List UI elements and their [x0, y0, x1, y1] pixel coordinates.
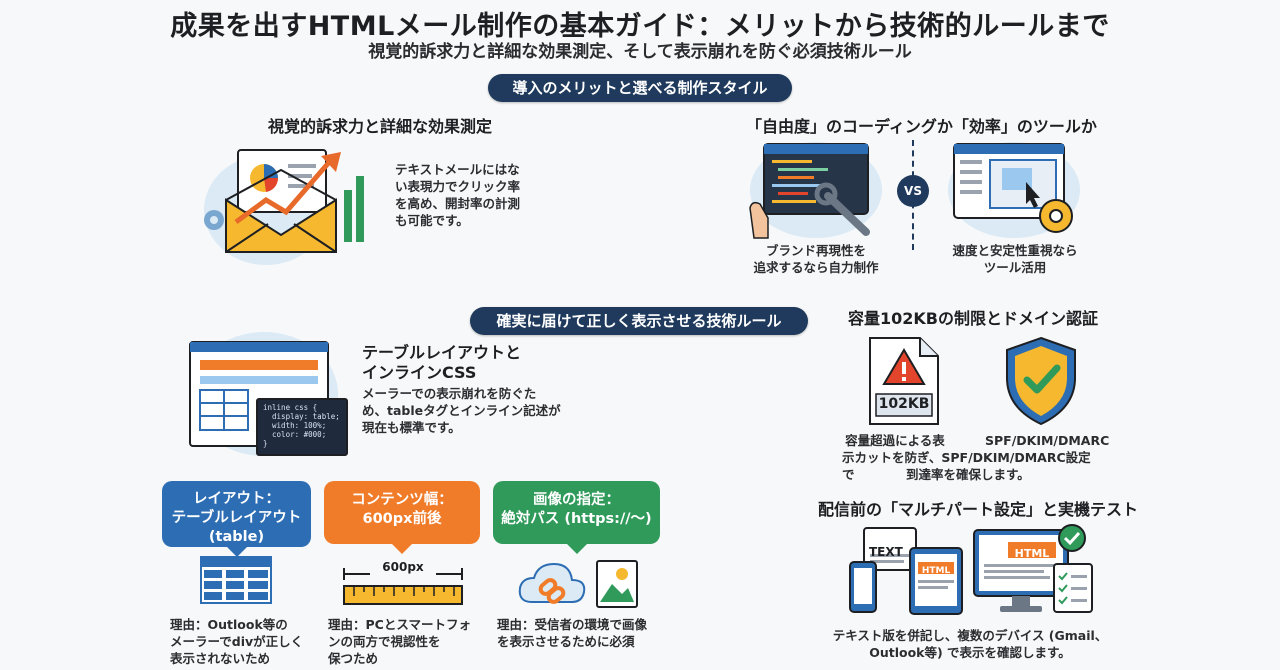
capacity-caption-bottom: 到達率を確保します。 — [906, 467, 1030, 482]
capacity-caption-right: SPF/DKIM/DMARC — [985, 433, 1110, 448]
page-title: 成果を出すHTMLメール制作の基本ガイド：メリットから技術的ルールまで — [170, 11, 1110, 42]
reason-layout: 理由：Outlook等の メーラーでdivが正しく 表示されないため — [170, 617, 304, 666]
multi-device-illustration — [848, 524, 1098, 620]
coding-caption: ブランド再現性を 追求するなら自力制作 — [753, 243, 879, 275]
monitor-html-label: HTML — [1014, 547, 1050, 560]
vs-badge: VS — [897, 175, 929, 207]
tool-gui-illustration — [944, 138, 1084, 243]
inline-css-code-panel: inline css { display: table; width: 100%… — [256, 398, 348, 456]
test-caption: テキスト版を併記し、複数のデバイス (Gmail、 Outlook等) で表示を… — [832, 628, 1108, 660]
reason-image-path: 理由：受信者の環境で画像 を表示させるために必須 — [497, 617, 648, 649]
callout-content-width: コンテンツ幅： 600px前後 — [324, 481, 480, 554]
table-css-description: メーラーでの表示崩れを防ぐた め、tableタグとインライン記述が 現在も標準で… — [362, 386, 561, 435]
coding-editor-illustration — [746, 138, 886, 243]
security-shield-icon — [1003, 336, 1079, 430]
coding-vs-tool-heading: 「自由度」のコーディングか「効率」のツールか — [746, 117, 1097, 136]
test-heading: 配信前の「マルチパート設定」と実機テスト — [818, 500, 1139, 519]
tool-caption: 速度と安定性重視なら ツール活用 — [952, 243, 1078, 275]
section-pill-benefits: 導入のメリットと選べる制作スタイル — [488, 74, 792, 102]
section-pill-rules: 確実に届けて正しく表示させる技術ルール — [470, 307, 808, 335]
benefits-description: テキストメールにはな い表現力でクリック率 を高め、開封率の計測 も可能です。 — [395, 162, 521, 228]
callout-layout: レイアウト： テーブルレイアウト (table) — [162, 481, 311, 557]
capacity-caption-left: 容量超過による表 — [845, 433, 945, 448]
ruler-icon — [340, 566, 466, 614]
page-subtitle: 視覚的訴求力と詳細な効果測定、そして表示崩れを防ぐ必須技術ルール — [368, 42, 912, 62]
image-icon — [596, 560, 638, 612]
envelope-chart-illustration — [196, 140, 376, 265]
table-grid-icon — [200, 556, 272, 608]
file-size-label: 102KB — [878, 396, 930, 412]
ruler-label: 600px — [382, 560, 424, 574]
reason-content-width: 理由：PCとスマートフォ ンの両方で視認性を 保つため — [328, 617, 471, 666]
capacity-heading: 容量102KBの制限とドメイン認証 — [848, 309, 1098, 328]
file-size-warning-icon — [868, 336, 940, 430]
cloud-link-icon — [516, 556, 588, 616]
table-css-heading: テーブルレイアウトと インラインCSS — [362, 343, 522, 382]
capacity-caption-left-2: 示カットを防ぎ、SPF/DKIM/DMARC設定で — [842, 450, 1091, 482]
callout-image-path: 画像の指定： 絶対パス (https://〜) — [493, 481, 660, 554]
text-version-label: TEXT — [869, 545, 903, 559]
benefits-heading: 視覚的訴求力と詳細な効果測定 — [268, 117, 493, 136]
tablet-html-label: HTML — [921, 566, 951, 576]
